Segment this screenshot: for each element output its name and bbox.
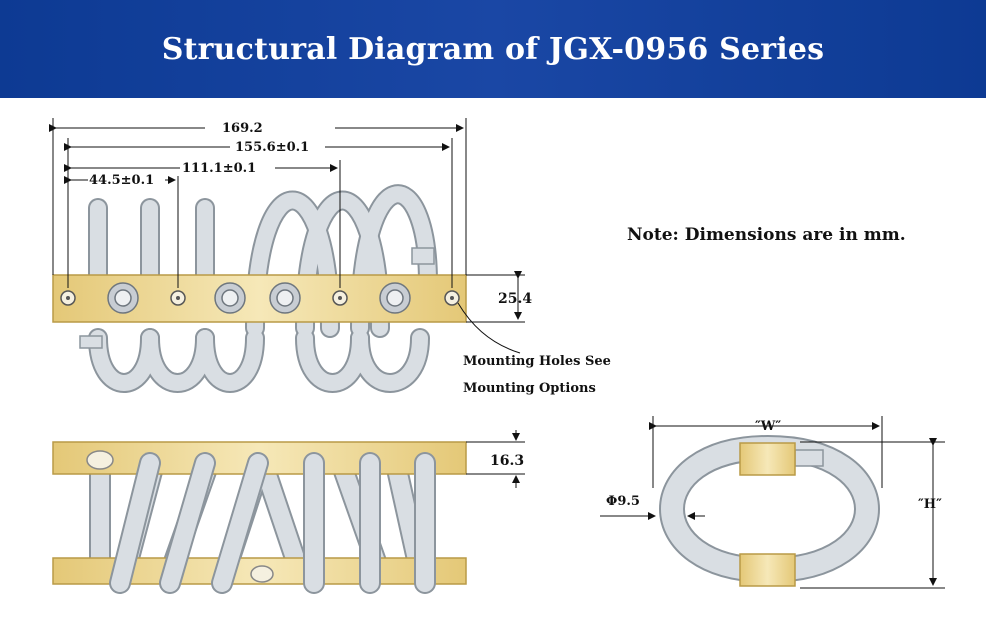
mounting-holes [60,290,460,306]
cable-ends [107,282,411,314]
callout-line-2: Mounting Options [463,381,596,396]
dim-end-width: ″W″ [755,419,781,434]
side-hole-lower [250,565,274,583]
dim-outer-hole-spacing: 155.6±0.1 [235,140,309,155]
callout-leader [457,302,521,354]
dim-cable-diameter: Φ9.5 [606,494,640,509]
end-view-cable-tail [794,449,824,467]
structural-drawing: 169.2 155.6±0.1 111.1±0.1 44.5±0.1 25.4 … [49,118,945,594]
dim-mid-hole-spacing: 111.1±0.1 [182,161,256,176]
side-view-coils-front [109,452,436,594]
end-view-lower-clamp [739,553,796,587]
dim-overall-length: 169.2 [222,121,263,136]
top-view-coils [79,184,438,393]
units-note: Note: Dimensions are in mm. [627,225,906,245]
top-dimensions [49,118,525,323]
title-banner: Structural Diagram of JGX-0956 Series [0,0,986,98]
dim-first-hole-spacing: 44.5±0.1 [89,173,154,188]
end-dimensions [600,416,945,589]
dim-bar-height-top: 25.4 [498,291,532,307]
end-view-upper-clamp [739,442,796,476]
end-view: ″W″ ″H″ Φ9.5 [600,416,945,589]
page-title: Structural Diagram of JGX-0956 Series [161,31,825,67]
side-dimensions [466,430,525,488]
top-view: 169.2 155.6±0.1 111.1±0.1 44.5±0.1 25.4 … [49,118,611,396]
dim-end-height: ″H″ [918,497,942,512]
dim-bar-height-side: 16.3 [490,453,524,469]
callout-line-1: Mounting Holes See [463,354,611,369]
side-hole-upper [86,450,114,470]
side-view: 16.3 [52,430,525,594]
